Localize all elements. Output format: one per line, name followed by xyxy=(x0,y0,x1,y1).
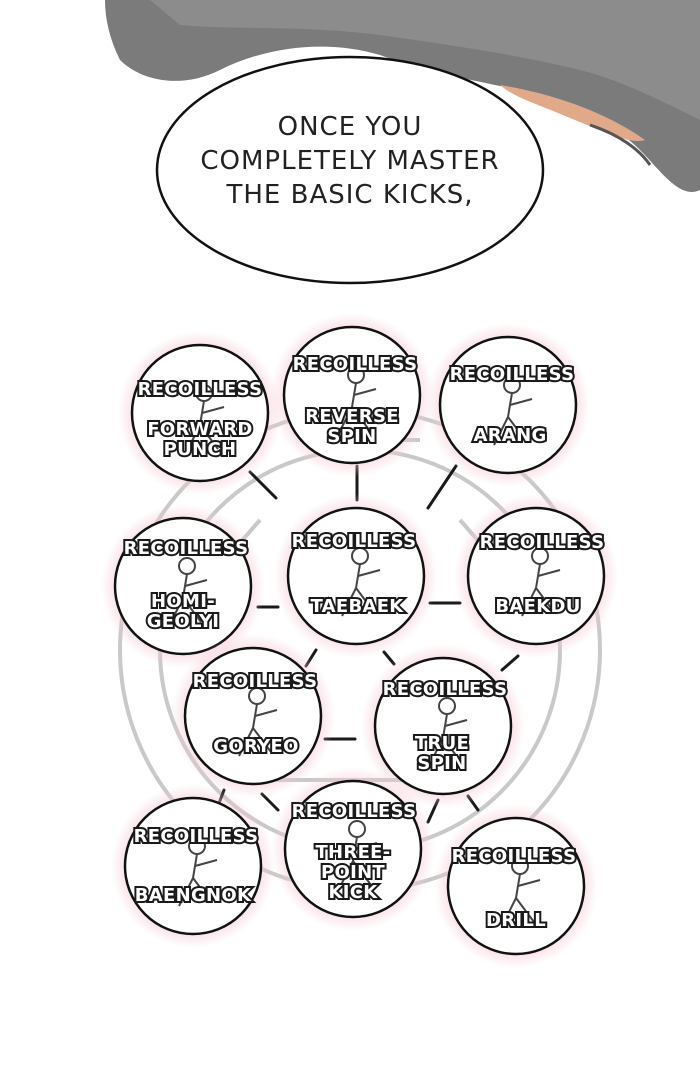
technique-name-line: ARANG xyxy=(471,424,548,448)
technique-name-label: DRILL xyxy=(484,909,548,933)
fighter-figure-sketch xyxy=(501,857,541,927)
technique-circle-forward-punch xyxy=(118,331,282,495)
circle-outline xyxy=(113,516,253,656)
technique-name-label: ARANG xyxy=(471,424,548,448)
connector-line xyxy=(426,464,458,510)
fighter-figure-sketch xyxy=(428,697,468,767)
technique-name-line: TRUE xyxy=(413,732,471,756)
technique-name-line: HOMI- xyxy=(149,590,217,614)
fighter-figure-sketch xyxy=(178,837,218,907)
technique-prefix-label: RECOILLESS xyxy=(136,378,264,402)
circle-outline xyxy=(438,335,578,475)
circle-outline xyxy=(373,656,513,796)
technique-circle-true-spin xyxy=(361,644,525,808)
technique-prefix-label: RECOILLESS xyxy=(450,845,578,869)
technique-prefix-label: RECOILLESS xyxy=(191,670,319,694)
technique-name-label: BAEKDU xyxy=(493,595,582,619)
technique-prefix-label: RECOILLESS xyxy=(381,678,509,702)
circle-outline xyxy=(130,343,270,483)
technique-circle-three-point-kick xyxy=(271,767,435,931)
technique-name-label: HOMI-GEOLYI xyxy=(145,590,221,634)
speech-line-2: COMPLETELY MASTER xyxy=(200,146,500,176)
technique-circle-taebaek xyxy=(274,494,438,658)
technique-name-label: TAEBAEK xyxy=(308,595,405,619)
technique-name-line: GORYEO xyxy=(211,735,300,759)
connector-line xyxy=(248,470,278,500)
technique-circle-reverse-spin xyxy=(270,313,434,477)
fighter-figure-sketch xyxy=(521,547,561,617)
technique-name-line: DRILL xyxy=(484,909,548,933)
technique-prefix-label: RECOILLESS xyxy=(291,353,419,377)
technique-name-line: POINT xyxy=(319,861,387,885)
technique-name-line: PUNCH xyxy=(162,438,238,462)
technique-circle-arang xyxy=(426,323,590,487)
technique-name-line: SPIN xyxy=(325,425,378,449)
technique-circle-homi-geolyi xyxy=(101,504,265,668)
speech-bubble xyxy=(155,55,545,285)
fighter-figure-sketch xyxy=(341,547,381,617)
fighter-figure-sketch xyxy=(338,820,378,890)
technique-name-line: GEOLYI xyxy=(145,610,221,634)
circle-outline xyxy=(183,646,323,786)
technique-prefix-label: RECOILLESS xyxy=(448,363,576,387)
technique-name-line: THREE- xyxy=(313,841,392,865)
technique-name-line: BAENGNOK xyxy=(133,884,253,908)
speech-line-1: ONCE YOU xyxy=(277,112,423,142)
technique-prefix-label: RECOILLESS xyxy=(478,531,606,555)
circle-outline xyxy=(446,816,586,956)
technique-circles xyxy=(101,313,618,968)
circle-outline xyxy=(282,325,422,465)
technique-prefix-label: RECOILLESS xyxy=(132,825,260,849)
speech-bubble-text: ONCE YOU COMPLETELY MASTER THE BASIC KIC… xyxy=(160,110,540,212)
fighter-figure-sketch xyxy=(238,687,278,757)
technique-name-label: BAENGNOK xyxy=(133,884,253,908)
connector-line xyxy=(500,654,520,672)
technique-name-label: GORYEO xyxy=(211,735,300,759)
technique-circle-goryeo xyxy=(171,634,335,798)
technique-prefix-label: RECOILLESS xyxy=(122,537,250,561)
technique-circle-drill xyxy=(434,804,598,968)
technique-name-line: FORWARD xyxy=(145,418,254,442)
circle-outline xyxy=(283,779,423,919)
fighter-figure-sketch xyxy=(337,366,377,436)
character-clothing-art xyxy=(105,0,700,192)
technique-circle-baengnok xyxy=(111,784,275,948)
fighter-figure-sketch xyxy=(493,376,533,446)
circle-outline xyxy=(466,506,606,646)
technique-name-line: KICK xyxy=(326,881,379,905)
circle-outline xyxy=(286,506,426,646)
technique-name-line: SPIN xyxy=(415,752,468,776)
fighter-figure-sketch xyxy=(168,557,208,627)
technique-circle-baekdu xyxy=(454,494,618,658)
technique-prefix-label: RECOILLESS xyxy=(290,800,418,824)
technique-name-line: REVERSE xyxy=(303,405,400,429)
fighter-figure-sketch xyxy=(185,384,225,454)
technique-prefix-label: RECOILLESS xyxy=(290,530,418,554)
circle-outline xyxy=(123,796,263,936)
technique-name-line: BAEKDU xyxy=(493,595,582,619)
speech-line-3: THE BASIC KICKS, xyxy=(226,180,474,210)
technique-name-line: TAEBAEK xyxy=(308,595,405,619)
